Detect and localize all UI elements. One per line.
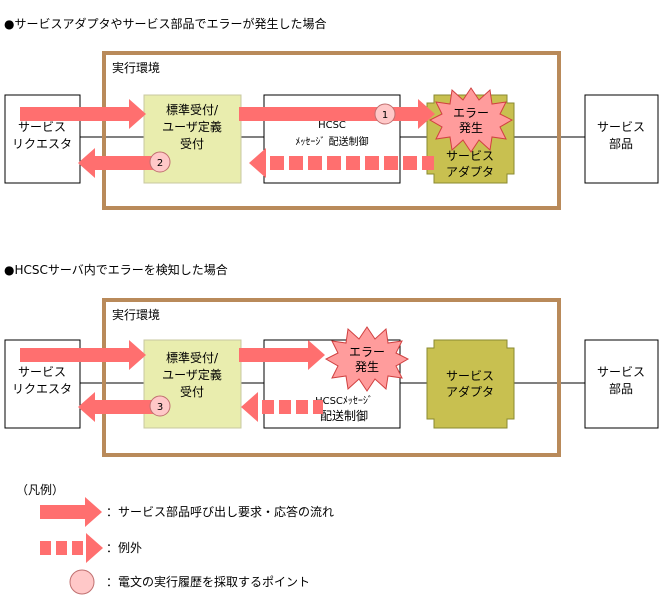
section1-exception-arrow	[249, 148, 434, 178]
section1-requester-line2: リクエスタ	[12, 137, 72, 151]
section1-title: ●サービスアダプタやサービス部品でエラーが発生した場合	[4, 16, 326, 31]
legend-flow-arrow	[40, 497, 102, 527]
section2-hcsc-line1: HCSCﾒｯｾｰｼﾞ	[315, 395, 373, 407]
section1-hcsc-line2: ﾒｯｾｰｼﾞ 配送制御	[295, 135, 368, 148]
section2-component-line2: 部品	[609, 381, 633, 396]
section1-request-arrow-2	[239, 99, 435, 129]
section1-point-1-label: 1	[382, 110, 388, 121]
section2-requester-line1: サービス	[18, 365, 66, 379]
section1-service-component	[584, 94, 659, 184]
section2-component-line1: サービス	[597, 365, 645, 379]
legend-exception-text: ：例外	[106, 541, 142, 555]
section1-standard-line1: 標準受付/	[166, 102, 219, 117]
section2-service-component	[584, 339, 659, 429]
section2-title: ●HCSCサーバ内でエラーを検知した場合	[4, 262, 228, 277]
section2-exception-arrow	[241, 392, 323, 422]
section1-execution-environment	[102, 51, 561, 210]
section2-adapter-line2: アダプタ	[446, 384, 494, 399]
section1-standard-line3: 受付	[180, 137, 204, 151]
section1-point-2-label: 2	[157, 158, 163, 169]
section1-component-line2: 部品	[609, 136, 633, 151]
legend-point-circle	[69, 569, 95, 595]
section2-requester-line2: リクエスタ	[12, 382, 72, 396]
legend-flow-text: ：サービス部品呼び出し要求・応答の流れ	[106, 504, 334, 519]
section1-component-line1: サービス	[597, 120, 645, 134]
section1-standard-line2: ユーザ定義	[162, 119, 222, 134]
section1-adapter-line1: サービス	[446, 149, 494, 163]
section1-hcsc-line1: HCSC	[318, 120, 346, 131]
section1-error-line1: エラー	[453, 106, 489, 120]
section2-adapter-line1: サービス	[446, 369, 494, 383]
section1-response-arrow	[78, 148, 165, 178]
section2-execution-environment	[102, 298, 561, 457]
section1-env-label: 実行環境	[112, 60, 160, 75]
section1-error-line2: 発生	[459, 121, 483, 135]
legend-title: （凡例）	[16, 483, 64, 497]
section2-error-line2: 発生	[355, 360, 379, 374]
section2-trace-point-3	[149, 395, 171, 417]
section1-trace-point-2	[149, 151, 171, 173]
section2-standard-line2: ユーザ定義	[162, 367, 222, 382]
section1-adapter-line2: アダプタ	[446, 164, 494, 179]
section2-env-label: 実行環境	[112, 307, 160, 322]
legend-exception-arrow	[40, 533, 103, 563]
section2-response-arrow	[78, 392, 165, 422]
section1-standard-receive	[143, 94, 242, 184]
section2-request-arrow-2	[239, 340, 325, 370]
section1-error-burst	[428, 87, 514, 153]
section2-standard-line3: 受付	[180, 385, 204, 399]
section1-request-arrow-1	[20, 99, 146, 129]
section1-trace-point-1	[374, 103, 396, 125]
section2-standard-line1: 標準受付/	[166, 350, 219, 365]
section2-request-arrow-1	[20, 340, 146, 370]
section2-point-3-label: 3	[157, 402, 163, 413]
section2-error-line1: エラー	[349, 345, 385, 359]
section2-hcsc-line2: 配送制御	[320, 408, 368, 423]
legend-point-text: ：電文の実行履歴を採取するポイント	[106, 574, 310, 589]
section1-requester-line1: サービス	[18, 120, 66, 134]
section2-error-burst	[324, 326, 410, 392]
section2-service-adapter	[426, 339, 515, 429]
